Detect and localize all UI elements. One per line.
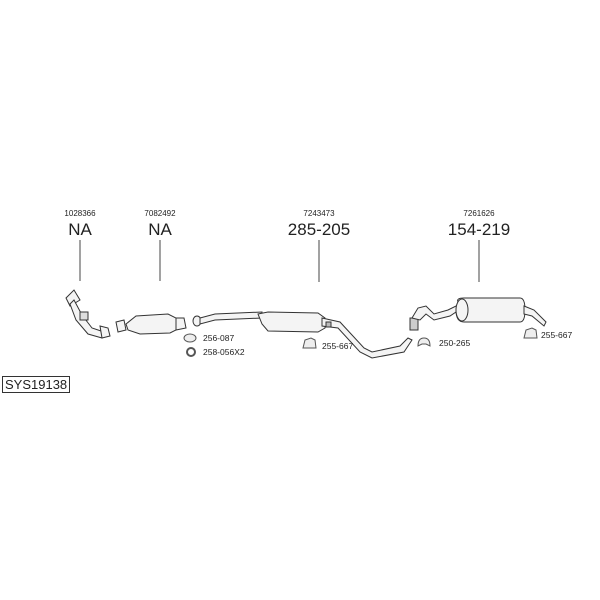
part-ref-number: 7243473 [303, 209, 335, 218]
accessory-code[interactable]: 255-667 [541, 330, 573, 340]
rubber-mount-icon [302, 337, 317, 349]
part-ref-number: 7082492 [144, 209, 176, 218]
part-ref-number: 7261626 [463, 209, 495, 218]
part-code[interactable]: NA [148, 220, 172, 239]
system-id-label: SYS19138 [2, 376, 71, 393]
rear-pipe-drawing [409, 297, 547, 331]
part-ref-number: 1028366 [64, 209, 96, 218]
gasket-icon [183, 333, 197, 343]
rubber-mount-icon [523, 327, 538, 339]
part-code[interactable]: 285-205 [287, 220, 351, 239]
accessory-code[interactable]: 256-087 [203, 333, 235, 343]
accessory-code[interactable]: 250-265 [439, 338, 471, 348]
middle-pipe-drawing [192, 311, 413, 359]
nut-icon [186, 347, 196, 357]
accessory-code[interactable]: 255-667 [322, 341, 354, 351]
accessory-code[interactable]: 258-056X2 [203, 347, 245, 357]
part-code[interactable]: 154-219 [447, 220, 511, 239]
clamp-icon [417, 337, 431, 347]
front-pipe-drawing [65, 289, 111, 339]
catalyst-drawing [115, 313, 187, 335]
part-code[interactable]: NA [68, 220, 92, 239]
